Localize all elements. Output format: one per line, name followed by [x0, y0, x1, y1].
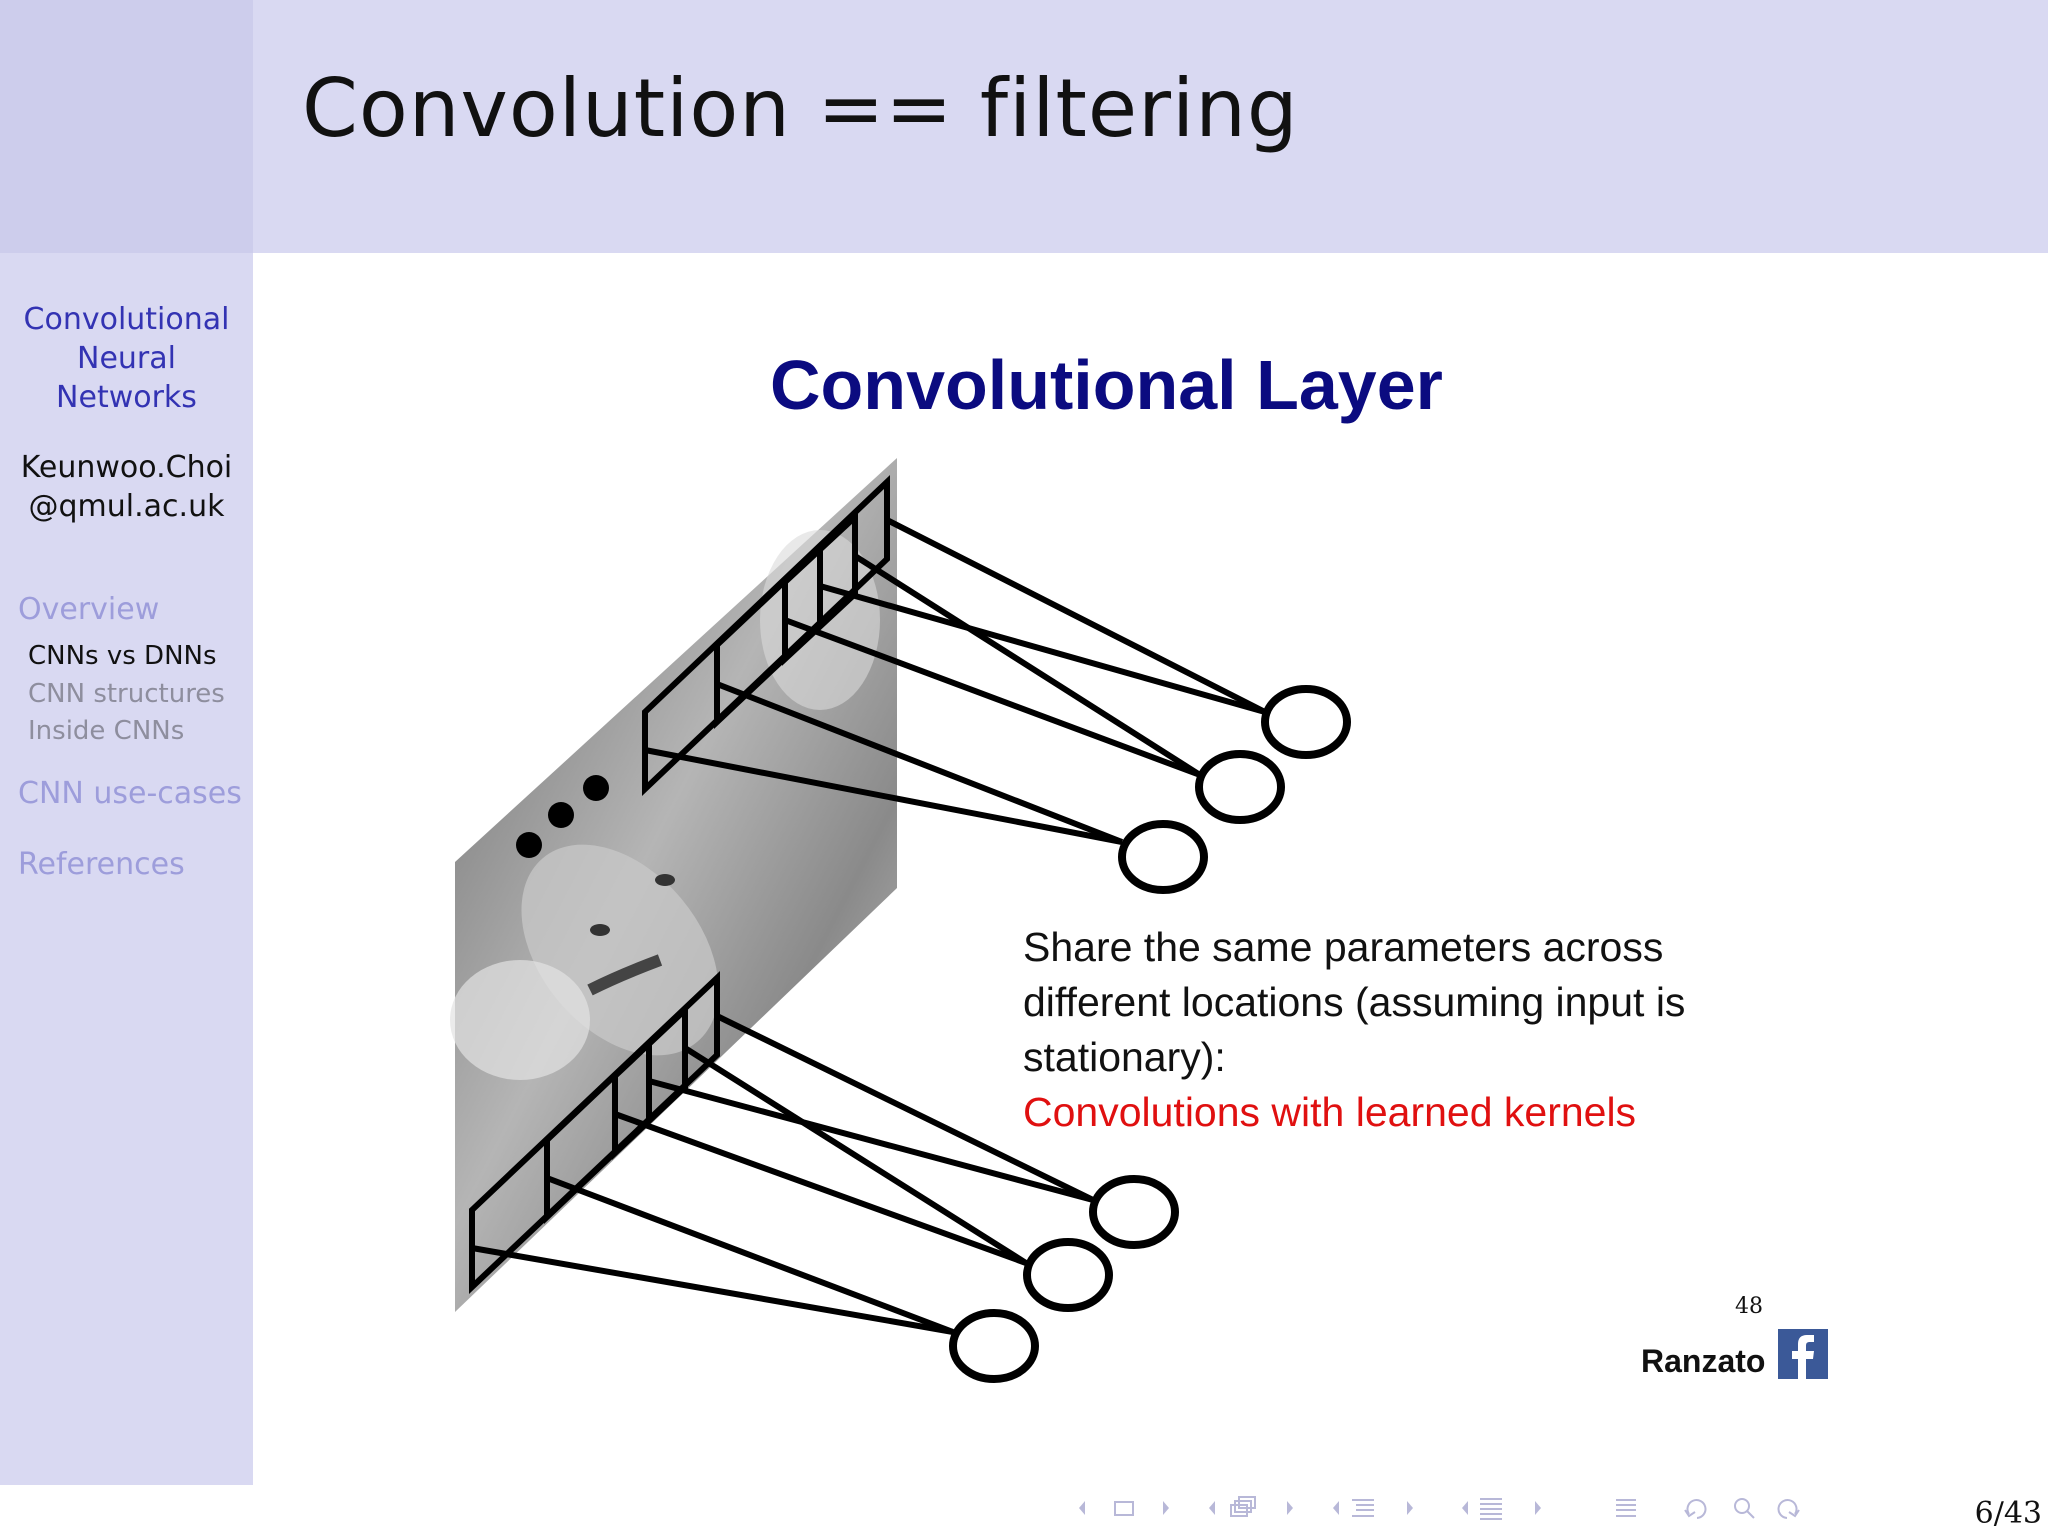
- connection-line: [885, 517, 1267, 715]
- beamer-navigation-bar: [1079, 1496, 1800, 1520]
- credit-text: Ranzato: [1641, 1343, 1766, 1379]
- arrow-left-icon: [1079, 1501, 1085, 1515]
- title-line: Convolutional: [23, 302, 230, 337]
- nav-frame-controls[interactable]: [1079, 1501, 1169, 1516]
- connection-line: [853, 553, 1202, 778]
- caption-highlight: Convolutions with learned kernels: [1023, 1089, 1637, 1135]
- nav-section-frames[interactable]: [1209, 1496, 1293, 1517]
- nav-subsection[interactable]: [1333, 1499, 1413, 1517]
- document-icon[interactable]: [1616, 1499, 1636, 1517]
- ellipsis-dot: [583, 775, 609, 801]
- connection-line: [648, 1078, 1094, 1203]
- eye-shape: [590, 924, 610, 936]
- output-neuron: [1089, 1175, 1179, 1249]
- sidebar-item-cnn-structures[interactable]: CNN structures: [28, 679, 225, 709]
- output-neuron: [1261, 685, 1351, 759]
- header-corner: [0, 0, 253, 253]
- frame-title: Convolution == filtering: [302, 62, 1299, 155]
- sidebar-item-cnn-use-cases[interactable]: CNN use-cases: [18, 776, 242, 811]
- output-neuron: [1118, 820, 1208, 894]
- arrow-right-icon: [1287, 1501, 1293, 1515]
- sidebar-item-overview[interactable]: Overview: [18, 592, 160, 627]
- connection-line: [644, 747, 1123, 845]
- arrow-right-icon: [1407, 1501, 1413, 1515]
- connection-line: [683, 1045, 1028, 1266]
- mustache-shape: [587, 954, 663, 996]
- title-line: Networks: [56, 380, 197, 415]
- author-line: Keunwoo.Choi: [20, 450, 233, 485]
- slide-heading: Convolutional Layer: [770, 346, 1443, 424]
- receptive-field-lower-3: [612, 1003, 688, 1160]
- connection-line: [715, 681, 1124, 845]
- undo-icon[interactable]: [1684, 1499, 1707, 1519]
- arrow-right-icon: [1535, 1501, 1541, 1515]
- connection-line: [819, 583, 1266, 715]
- sidebar: [0, 253, 253, 1485]
- sidebar-presentation-title[interactable]: Convolutional Neural Networks: [0, 300, 253, 417]
- connection-line: [613, 1111, 1028, 1266]
- sidebar-item-cnns-vs-dnns[interactable]: CNNs vs DNNs: [28, 641, 217, 671]
- frame-icon: [1114, 1501, 1134, 1516]
- sidebar-author: Keunwoo.Choi @qmul.ac.uk: [0, 448, 253, 526]
- hair-shape: [450, 960, 590, 1080]
- inner-slide-number: 48: [1735, 1294, 1763, 1319]
- redo-icon[interactable]: [1777, 1499, 1800, 1519]
- title-line: Neural: [77, 341, 176, 376]
- connection-line: [545, 1175, 955, 1335]
- connection-line: [783, 617, 1202, 778]
- nav-section[interactable]: [1462, 1498, 1541, 1520]
- arrow-left-icon: [1333, 1501, 1339, 1515]
- sidebar-item-inside-cnns[interactable]: Inside CNNs: [28, 716, 185, 746]
- arrow-left-icon: [1209, 1501, 1215, 1515]
- ellipsis-dot: [548, 802, 574, 828]
- caption-text: Share the same parameters across differe…: [1023, 924, 1686, 1080]
- search-icon[interactable]: [1734, 1498, 1750, 1514]
- connection-line: [715, 1013, 1095, 1203]
- subsection-icon: [1352, 1499, 1374, 1517]
- sidebar-item-references[interactable]: References: [18, 847, 185, 882]
- output-neuron: [1195, 750, 1285, 824]
- connection-line: [471, 1245, 954, 1335]
- author-line: @qmul.ac.uk: [28, 489, 225, 524]
- page-counter: 6/43: [1974, 1496, 2042, 1531]
- output-neuron: [949, 1309, 1039, 1383]
- eye-shape: [655, 874, 675, 886]
- arrow-left-icon: [1462, 1501, 1468, 1515]
- output-neuron: [1023, 1238, 1113, 1312]
- header-bar: [253, 0, 2048, 253]
- arrow-right-icon: [1163, 1501, 1169, 1515]
- section-icon: [1480, 1498, 1502, 1520]
- ellipsis-dot: [516, 832, 542, 858]
- facebook-icon: [1778, 1329, 1828, 1379]
- slide-caption: Share the same parameters across differe…: [1023, 920, 1763, 1140]
